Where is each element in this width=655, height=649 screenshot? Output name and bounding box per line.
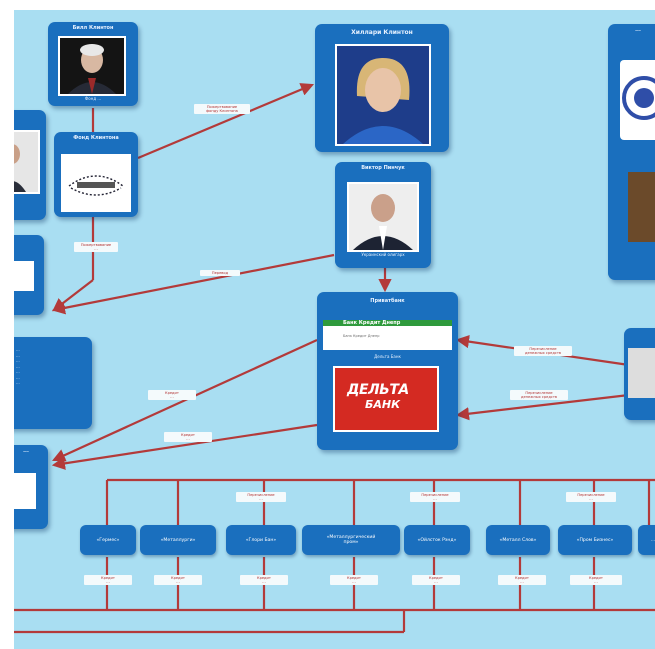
company-box: «Металлургический пром» bbox=[302, 525, 400, 555]
company-name: ... bbox=[650, 537, 655, 543]
delta-bank-caption: Дельта Банк bbox=[374, 354, 401, 359]
diagram-canvas: Билл Клинтон Фонд ... Фонд Клинтона bbox=[14, 10, 655, 649]
right-mid-image bbox=[628, 348, 655, 398]
bank-group-title: Приватбанк bbox=[370, 298, 405, 304]
company-name: «Металлурги» bbox=[160, 537, 196, 543]
hillary-portrait bbox=[335, 44, 431, 146]
person-card-caption: Фонд ... bbox=[84, 96, 102, 101]
company-bottom-label: Кредит ... bbox=[498, 575, 546, 586]
right-top-card: ... bbox=[608, 24, 655, 280]
right-emblem-image bbox=[620, 60, 655, 140]
hillary-card-title: Хиллари Клинтон bbox=[351, 29, 413, 36]
edge-label-right1: Перечисление денежных средств bbox=[514, 346, 572, 357]
bank-logo-subtext: Банк Кредит Днепр bbox=[343, 334, 380, 338]
middle-person-caption: Украинский олигарх bbox=[361, 252, 405, 257]
company-box: «Металл Слов» bbox=[486, 525, 550, 555]
company-box: «Гермес» bbox=[80, 525, 136, 555]
right-photo-image bbox=[628, 172, 655, 242]
bank-logo: Банк Кредит Днепр Банк Кредит Днепр bbox=[323, 320, 452, 350]
company-bottom-label: Кредит ... bbox=[154, 575, 202, 586]
left-box-bottom-image bbox=[14, 473, 36, 509]
right-mid-card bbox=[624, 328, 655, 420]
company-name: «Металл Слов» bbox=[499, 537, 537, 543]
company-box: «Ойлсток Рэнд» bbox=[404, 525, 470, 555]
company-bottom-label: Кредит ... bbox=[240, 575, 288, 586]
company-top-label: Перечисление ... bbox=[236, 492, 286, 503]
company-name: «Глори Бан» bbox=[245, 537, 277, 543]
person-card-title: Билл Клинтон bbox=[72, 25, 114, 31]
left-box-bottom: ... bbox=[14, 445, 48, 529]
person-card-bill: Билл Клинтон Фонд ... bbox=[48, 22, 138, 106]
middle-person-title: Виктор Пинчук bbox=[361, 165, 405, 171]
company-name: «Металлургический пром» bbox=[326, 535, 376, 545]
company-box: «Глори Бан» bbox=[226, 525, 296, 555]
delta-logo-line1: ДЕЛЬТА bbox=[347, 382, 409, 398]
edge-label-to-hillary: Пожертвование фонду Клинтона bbox=[194, 104, 250, 115]
edge-label-bank-left2: Кредит ... bbox=[164, 432, 212, 443]
edge-label-right2: Перечисление денежных средств bbox=[510, 390, 568, 401]
left-box-mid-image bbox=[14, 261, 34, 291]
left-box-mid bbox=[14, 235, 44, 315]
delta-logo-plate: ДЕЛЬТА БАНК bbox=[335, 368, 437, 430]
company-box: «Пром Бизнес» bbox=[558, 525, 632, 555]
bank-logo-text: Банк Кредит Днепр bbox=[343, 320, 401, 326]
foundation-logo bbox=[61, 154, 131, 212]
company-box: ... bbox=[638, 525, 655, 555]
left-box-bottom-title: ... bbox=[23, 448, 29, 454]
company-name: «Ойлсток Рэнд» bbox=[417, 537, 457, 543]
partial-portrait-photo bbox=[14, 130, 40, 194]
company-box: «Металлурги» bbox=[140, 525, 216, 555]
company-bottom-label: Кредит ... bbox=[84, 575, 132, 586]
edge-label-bank-left1: Кредит ... bbox=[148, 390, 196, 401]
middle-person-portrait bbox=[347, 182, 419, 252]
company-bottom-label: Кредит ... bbox=[570, 575, 622, 586]
left-person-card-top bbox=[14, 110, 46, 220]
company-bottom-label: Кредит ... bbox=[412, 575, 460, 586]
bank-group-card: Приватбанк Банк Кредит Днепр Банк Кредит… bbox=[317, 292, 458, 450]
delta-logo-line2: БАНК bbox=[365, 398, 401, 411]
portrait-photo bbox=[58, 36, 126, 96]
foundation-card: Фонд Клинтона bbox=[54, 132, 138, 217]
company-top-label: Перечисление ... bbox=[566, 492, 616, 503]
edge-label-foundation: Пожертвование ... bbox=[74, 242, 118, 253]
foundation-card-title: Фонд Клинтона bbox=[73, 135, 119, 141]
middle-person-card: Виктор Пинчук Украинский олигарх bbox=[335, 162, 431, 268]
left-list-card: ... ... ... ... ... ... ... bbox=[14, 337, 92, 429]
company-name: «Гермес» bbox=[96, 537, 120, 543]
hillary-card: Хиллари Клинтон bbox=[315, 24, 449, 152]
left-list-text: ... ... ... ... ... ... ... bbox=[16, 347, 20, 385]
connection-lines bbox=[14, 83, 655, 634]
delta-bank-logo: ДЕЛЬТА БАНК bbox=[333, 366, 439, 432]
edge-label-pinchuk: Перевод bbox=[200, 270, 240, 277]
company-top-label: Перечисление ... bbox=[410, 492, 460, 503]
company-bottom-label: Кредит ... bbox=[330, 575, 378, 586]
right-top-title: ... bbox=[635, 27, 641, 33]
company-name: «Пром Бизнес» bbox=[576, 537, 614, 543]
